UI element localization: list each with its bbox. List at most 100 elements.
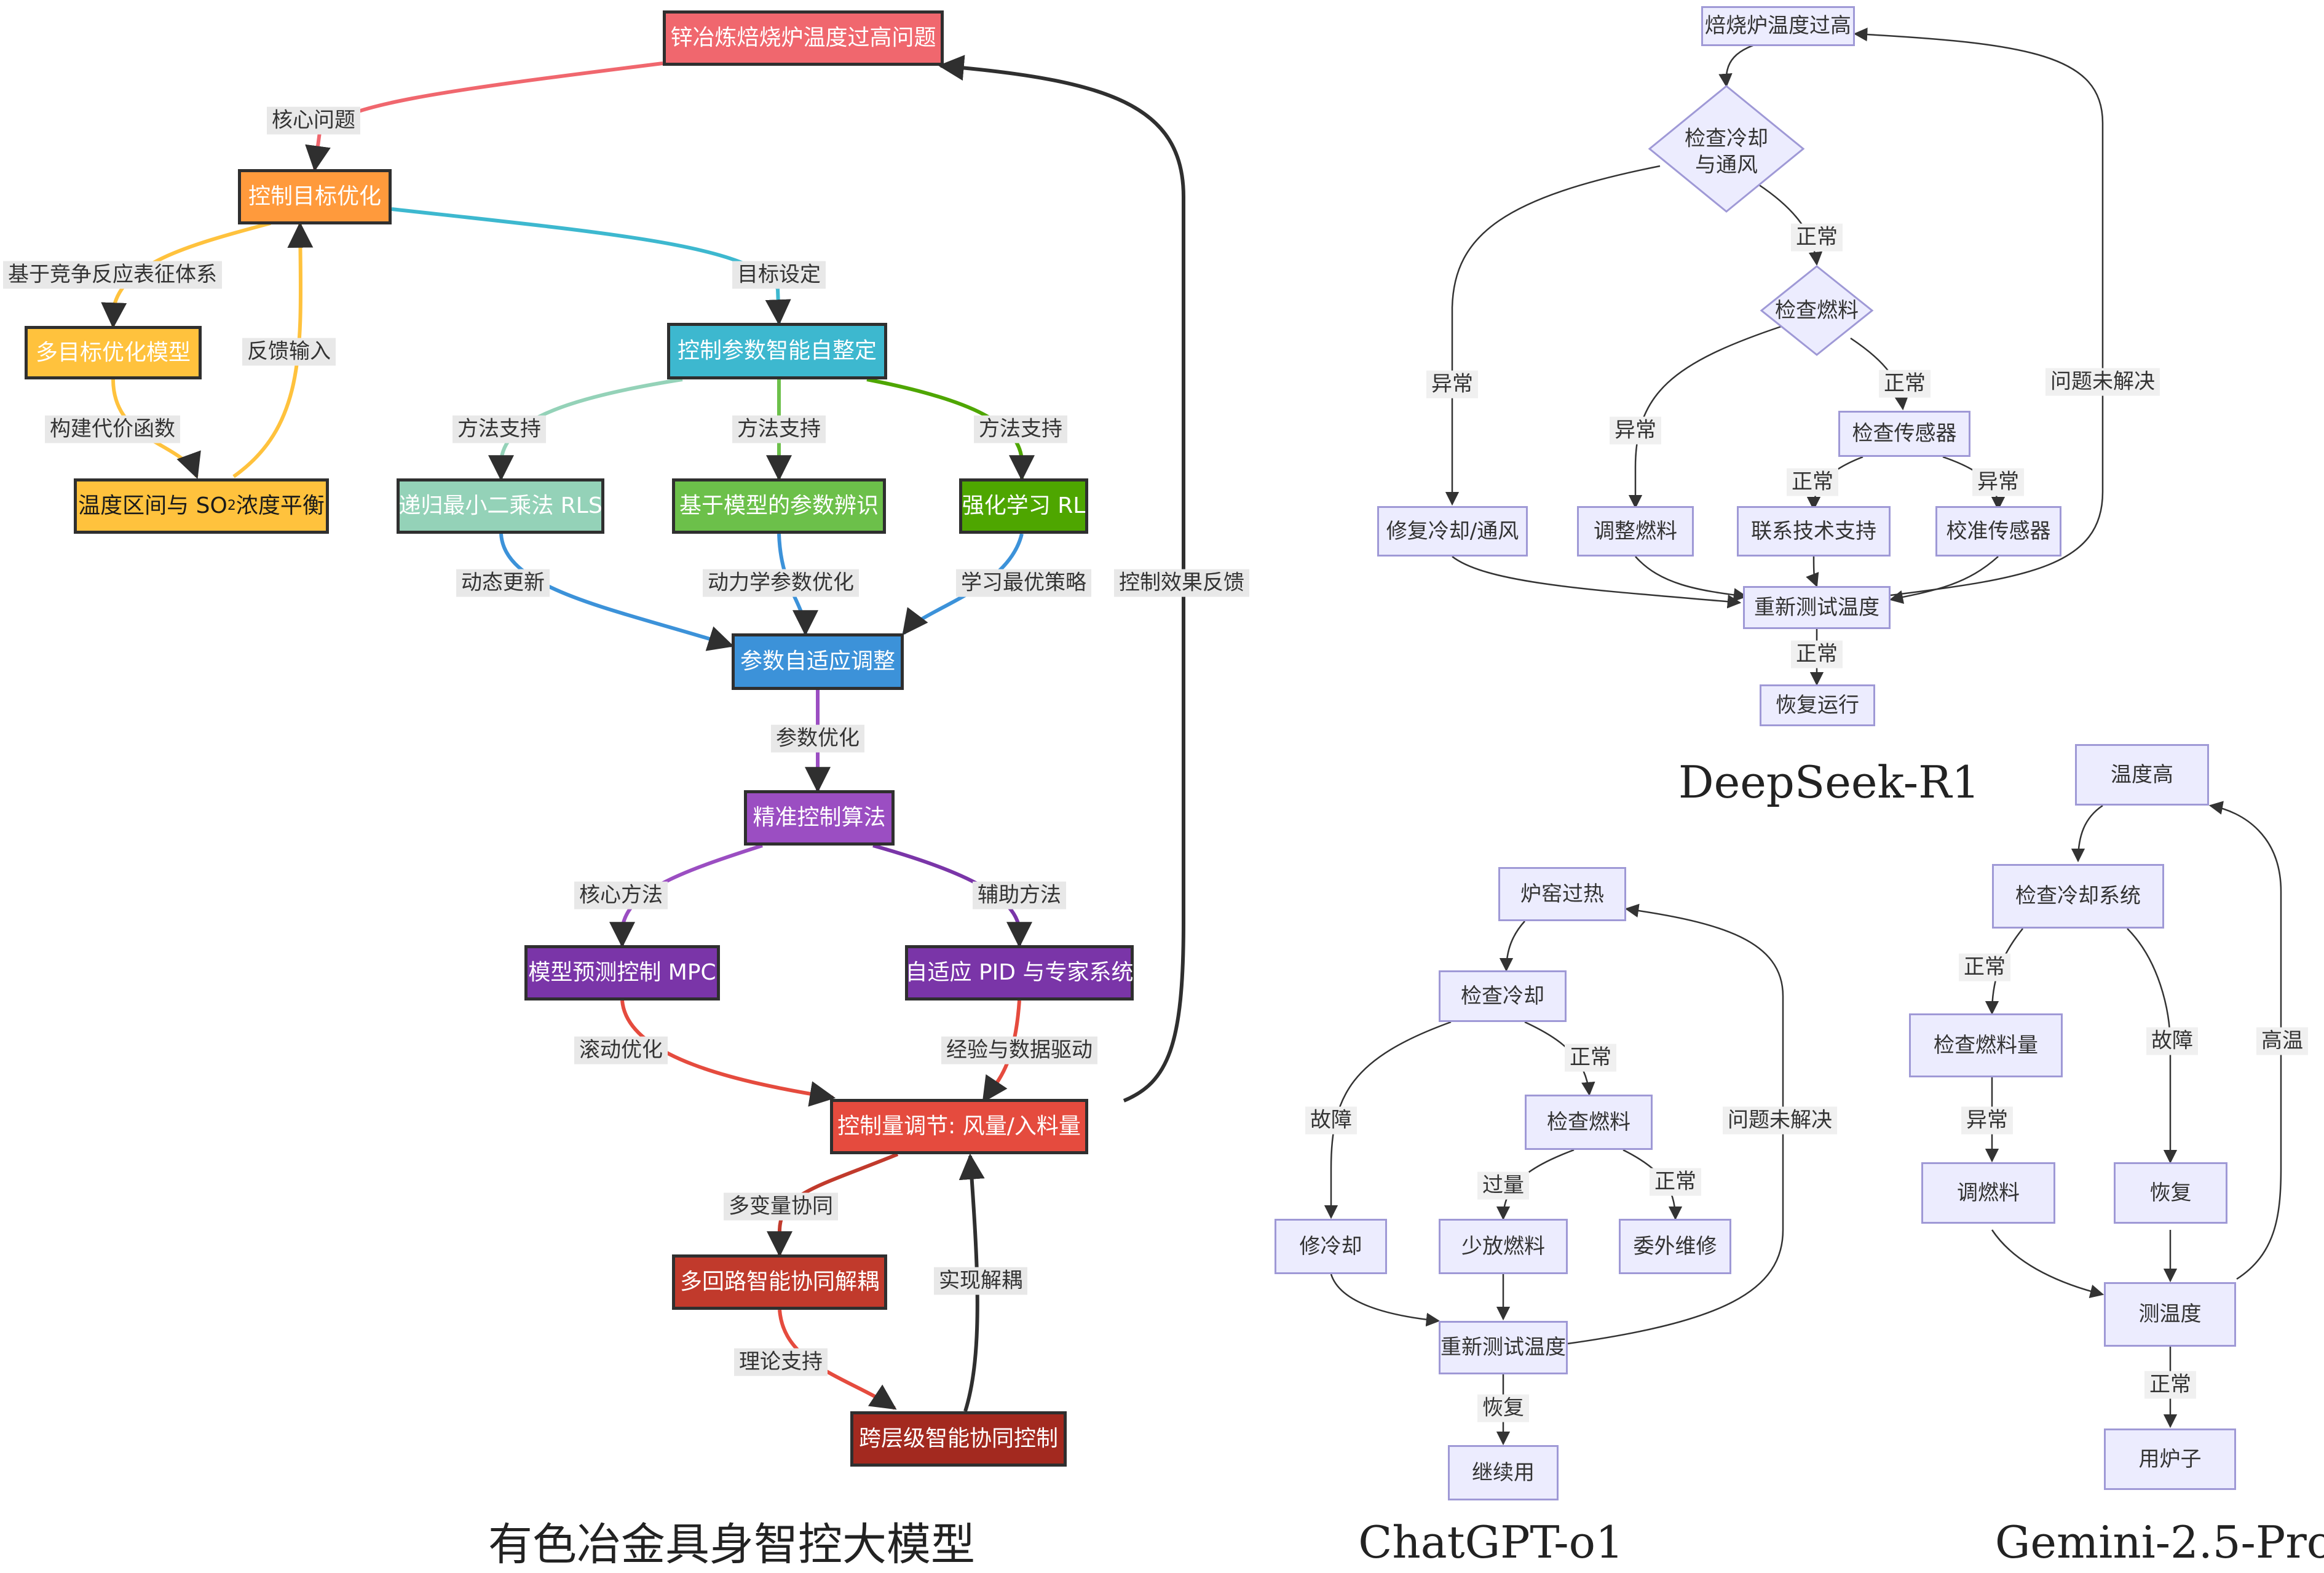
gm-node-recover: 恢复	[2114, 1162, 2227, 1224]
gm-node-measure-temp: 测温度	[2104, 1282, 2236, 1347]
label-control-feedback: 控制效果反馈	[1114, 569, 1249, 597]
edge-pid-control	[982, 1000, 1021, 1103]
cg-label-fault: 故障	[1305, 1106, 1357, 1135]
cg-node-kiln-overheat: 炉窑过热	[1498, 867, 1626, 921]
caption-chatgpt: ChatGPT-o1	[1358, 1516, 1624, 1568]
label-theory-support: 理论支持	[734, 1348, 828, 1376]
ds-edge-cool-fix	[1445, 165, 1661, 506]
label-rolling-opt: 滚动优化	[574, 1036, 668, 1064]
ds-text-check-cooling-line2: 与通风	[1695, 153, 1758, 177]
label-multivariable: 多变量协同	[724, 1192, 838, 1221]
cg-label-normal-2: 正常	[1650, 1168, 1701, 1196]
node-adaptive-pid-expert: 自适应 PID 与专家系统	[905, 945, 1134, 1000]
ds-node-contact-support: 联系技术支持	[1737, 506, 1891, 557]
node-precise-control-algo: 精准控制算法	[744, 790, 895, 846]
ds-node-adjust-fuel: 调整燃料	[1577, 506, 1694, 557]
cg-node-check-cooling: 检查冷却	[1439, 970, 1567, 1022]
label-competitive-reaction: 基于竞争反应表征体系	[3, 261, 222, 289]
edge-top-goal	[305, 61, 663, 172]
ds-node-calibrate-sensor: 校准传感器	[1935, 506, 2061, 557]
gm-node-use-furnace: 用炉子	[2104, 1428, 2236, 1490]
node-mpc: 模型预测控制 MPC	[524, 945, 720, 1000]
ds-edge-calib-retest	[1889, 556, 1999, 604]
so2-subscript: 2	[227, 497, 236, 513]
temp-range-text-a: 温度区间与 SO	[78, 493, 227, 519]
node-param-adaptive-adjust: 参数自适应调整	[732, 633, 904, 690]
node-param-self-tuning: 控制参数智能自整定	[667, 323, 887, 379]
ds-label-normal-3: 正常	[1787, 468, 1838, 496]
ds-node-check-sensor: 检查传感器	[1838, 411, 1970, 457]
ds-diamond-check-cooling	[1648, 85, 1805, 213]
cg-label-excess: 过量	[1477, 1171, 1529, 1200]
gm-node-check-cooling-system: 检查冷却系统	[1992, 864, 2164, 929]
ds-edge-retest-start	[1853, 27, 2104, 596]
label-core-method: 核心方法	[574, 881, 668, 909]
cg-node-fix-cooling: 修冷却	[1275, 1219, 1387, 1274]
ds-node-fix-cooling: 修复冷却/通风	[1377, 506, 1528, 557]
ds-label-normal-4: 正常	[1791, 640, 1843, 668]
ds-node-retest-temp: 重新测试温度	[1743, 586, 1891, 629]
gm-node-temp-high: 温度高	[2075, 744, 2209, 806]
label-learn-policy: 学习最优策略	[956, 569, 1091, 597]
cg-node-less-fuel: 少放燃料	[1439, 1219, 1568, 1274]
label-param-optimization: 参数优化	[771, 724, 864, 753]
cg-label-unresolved: 问题未解决	[1723, 1106, 1837, 1135]
gm-label-normal-1: 正常	[1959, 953, 2010, 981]
cg-edge-retest-start	[1567, 903, 1784, 1345]
gm-edge-adjust-measure	[1991, 1229, 2105, 1298]
cg-edge-start-cool	[1499, 921, 1525, 972]
node-control-goal-optimization: 控制目标优化	[238, 169, 392, 224]
label-feedback-input: 反馈输入	[242, 338, 336, 366]
gm-label-high-temp: 高温	[2256, 1027, 2308, 1055]
label-decoupling: 实现解耦	[934, 1267, 1027, 1295]
cg-node-outsource-repair: 委外维修	[1619, 1219, 1731, 1274]
ds-edge-cool-fuel	[1758, 183, 1823, 266]
ds-edge-fuel-adjust	[1628, 325, 1784, 509]
ds-node-roaster-overheat: 焙烧炉温度过高	[1701, 6, 1855, 46]
ds-edge-contact-retest	[1806, 556, 1819, 588]
cg-node-continue-use: 继续用	[1448, 1445, 1559, 1500]
gm-label-abnormal: 异常	[1961, 1106, 2013, 1135]
caption-gemini: Gemini-2.5-Pro	[1994, 1516, 2324, 1568]
label-experience-data: 经验与数据驱动	[941, 1036, 1097, 1064]
ds-edge-adjust-retest	[1635, 556, 1748, 602]
cg-label-recover: 恢复	[1477, 1394, 1529, 1422]
ds-label-normal-1: 正常	[1791, 223, 1843, 252]
ds-label-normal-2: 正常	[1879, 370, 1931, 398]
node-crosslayer-control: 跨层级智能协同控制	[850, 1411, 1067, 1467]
node-multi-objective-model: 多目标优化模型	[25, 326, 202, 379]
edge-rls-adaptive	[499, 533, 735, 651]
ds-label-abnormal-1: 异常	[1426, 370, 1478, 398]
gm-label-normal-2: 正常	[2144, 1371, 2196, 1399]
label-method-support-2: 方法支持	[732, 415, 826, 443]
gm-edge-start-cool	[2071, 804, 2103, 863]
label-core-problem: 核心问题	[267, 106, 360, 135]
cg-label-normal-1: 正常	[1565, 1044, 1616, 1072]
edge-goal-multiobj	[101, 221, 271, 329]
node-zinc-roaster-problem: 锌冶炼焙烧炉温度过高问题	[663, 10, 944, 66]
node-multiloop-decoupling: 多回路智能协同解耦	[672, 1254, 887, 1310]
caption-main-model: 有色冶金具身智控大模型	[488, 1518, 976, 1571]
node-rls: 递归最小二乘法 RLS	[397, 478, 604, 534]
label-dynamic-update: 动态更新	[456, 569, 550, 597]
ds-edge-start-cool	[1718, 39, 1771, 88]
ds-label-abnormal-3: 异常	[1972, 468, 2024, 496]
ds-text-check-fuel: 检查燃料	[1775, 298, 1859, 323]
node-control-adjustment: 控制量调节: 风量/入料量	[830, 1099, 1088, 1154]
ds-node-resume: 恢复运行	[1760, 684, 1875, 726]
node-reinforcement-learning: 强化学习 RL	[959, 478, 1088, 534]
label-method-support-1: 方法支持	[453, 415, 546, 443]
gm-node-check-fuel-amount: 检查燃料量	[1909, 1013, 2063, 1077]
edge-control-top	[938, 55, 1185, 1103]
ds-label-unresolved: 问题未解决	[2045, 368, 2160, 396]
cg-edge-cool-fix	[1324, 1021, 1452, 1219]
ds-label-abnormal-2: 异常	[1610, 416, 1661, 445]
edge-goal-selftune	[391, 207, 791, 326]
label-cost-function: 构建代价函数	[45, 415, 180, 443]
cg-node-retest-temp: 重新测试温度	[1439, 1321, 1568, 1374]
gm-node-adjust-fuel: 调燃料	[1921, 1162, 2055, 1224]
ds-diamond-check-fuel	[1760, 265, 1874, 356]
edge-crosslayer-control	[958, 1153, 985, 1412]
cg-edge-fix-retest	[1330, 1274, 1441, 1327]
